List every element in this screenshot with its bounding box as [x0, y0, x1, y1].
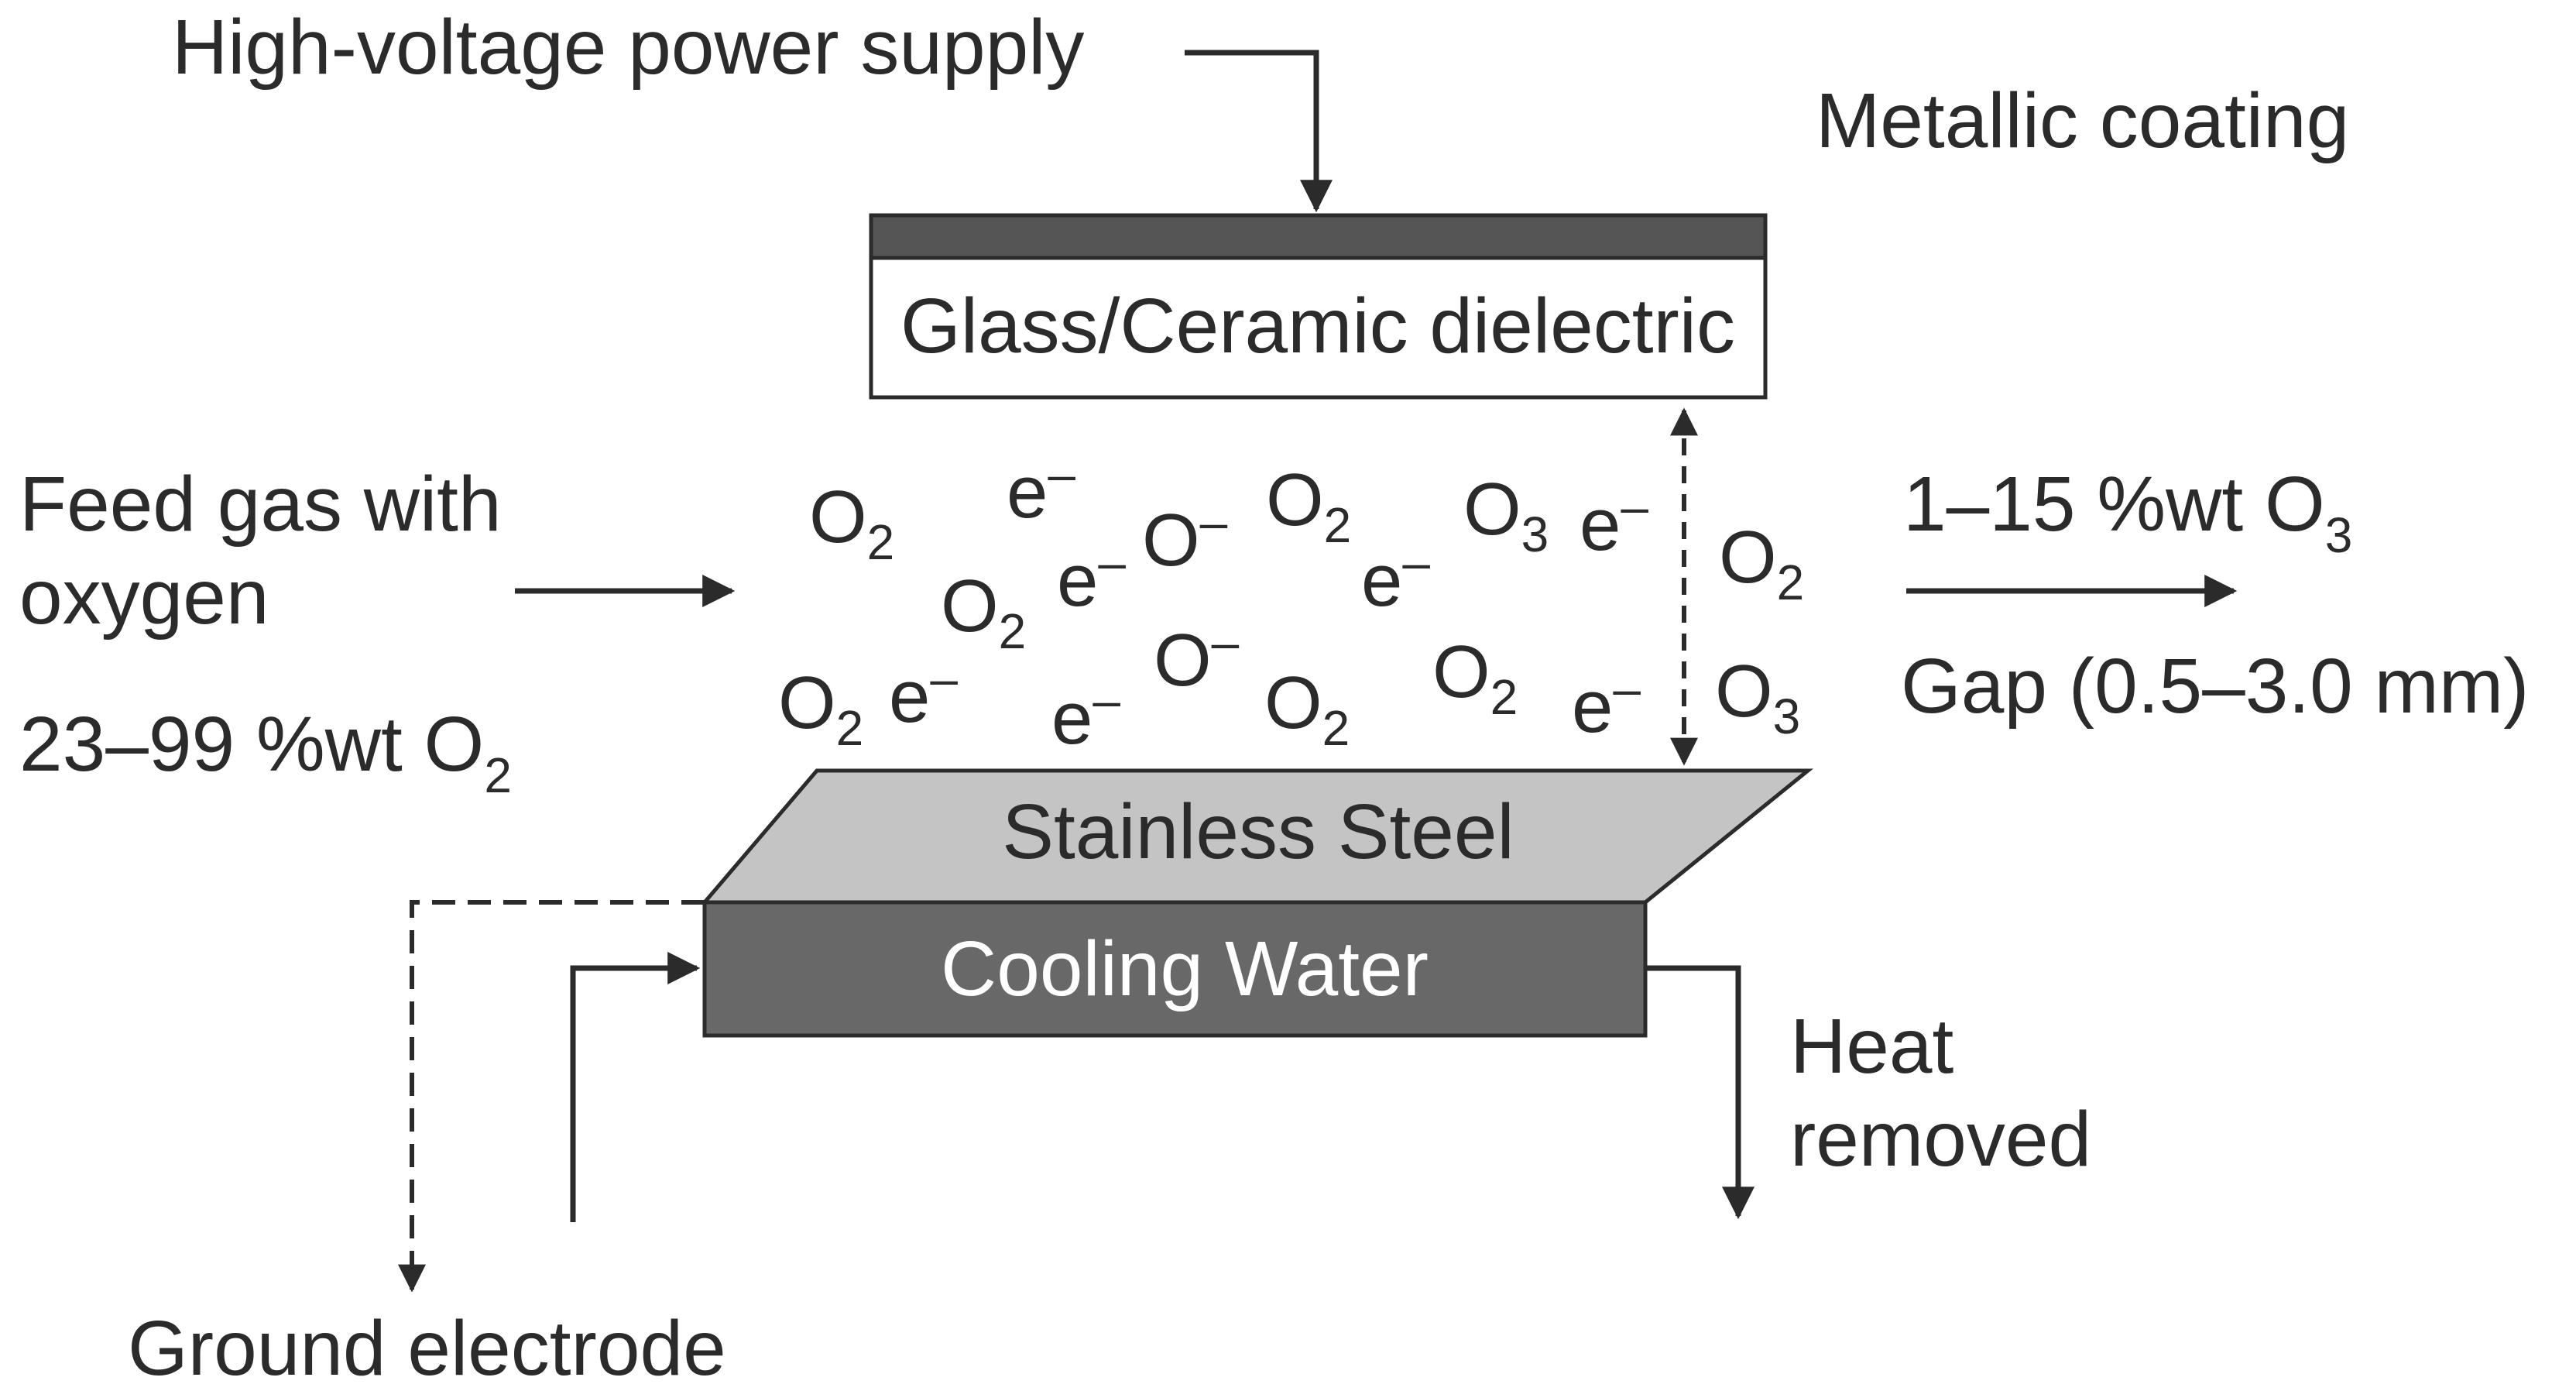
power-supply-arrow: [1185, 50, 1333, 213]
feed-gas-label-line2: oxygen: [19, 554, 269, 641]
o2-molecule: O2: [809, 476, 894, 570]
dielectric-layer: [869, 256, 1768, 400]
heat-removed-label-line2: removed: [1790, 1096, 2091, 1183]
cooling-water-inlet-arrow: [570, 952, 701, 1222]
metallic-coating-label: Metallic coating: [1816, 77, 2349, 164]
electron: e–: [1007, 446, 1075, 534]
stainless-steel-label: Stainless Steel: [1002, 788, 1514, 875]
discharge-species: O2 e– O– O2 O3 e– O2 O2 e– e– O2 e– e– O…: [778, 446, 1804, 760]
o2-molecule: O2: [1266, 459, 1351, 553]
electron: e–: [1057, 534, 1126, 622]
o2-molecule: O2: [941, 565, 1026, 659]
o2-molecule: O2: [1719, 516, 1804, 610]
electron: e–: [1051, 672, 1120, 760]
metallic-coating-layer: [869, 213, 1768, 260]
o2-molecule: O2: [1264, 661, 1350, 756]
electron: e–: [1572, 661, 1641, 748]
o2-molecule: O2: [1432, 630, 1518, 725]
electron: e–: [1361, 534, 1430, 622]
gap-label: Gap (0.5–3.0 mm): [1901, 643, 2529, 730]
power-supply-label: High-voltage power supply: [172, 4, 1084, 91]
o2-molecule: O2: [778, 661, 863, 756]
cooling-water-label: Cooling Water: [941, 926, 1429, 1012]
o3-molecule: O3: [1463, 468, 1549, 562]
ground-electrode-label: Ground electrode: [128, 1305, 726, 1391]
dielectric-label: Glass/Ceramic dielectric: [900, 283, 1735, 369]
heat-removed-label-line1: Heat: [1790, 1003, 1953, 1090]
ground-electrode-line: [398, 900, 705, 1293]
feed-oxygen-percentage: 23–99 %wt O2: [19, 701, 512, 803]
oxygen-anion: O–: [1142, 494, 1228, 582]
heat-removed-arrow: [1645, 965, 1754, 1220]
output-ozone-percentage: 1–15 %wt O3: [1903, 461, 2352, 563]
electron: e–: [889, 651, 958, 738]
electron: e–: [1580, 479, 1648, 566]
o3-molecule: O3: [1715, 650, 1800, 744]
oxygen-anion: O–: [1154, 614, 1240, 702]
feed-gas-label-line1: Feed gas with: [19, 461, 502, 548]
